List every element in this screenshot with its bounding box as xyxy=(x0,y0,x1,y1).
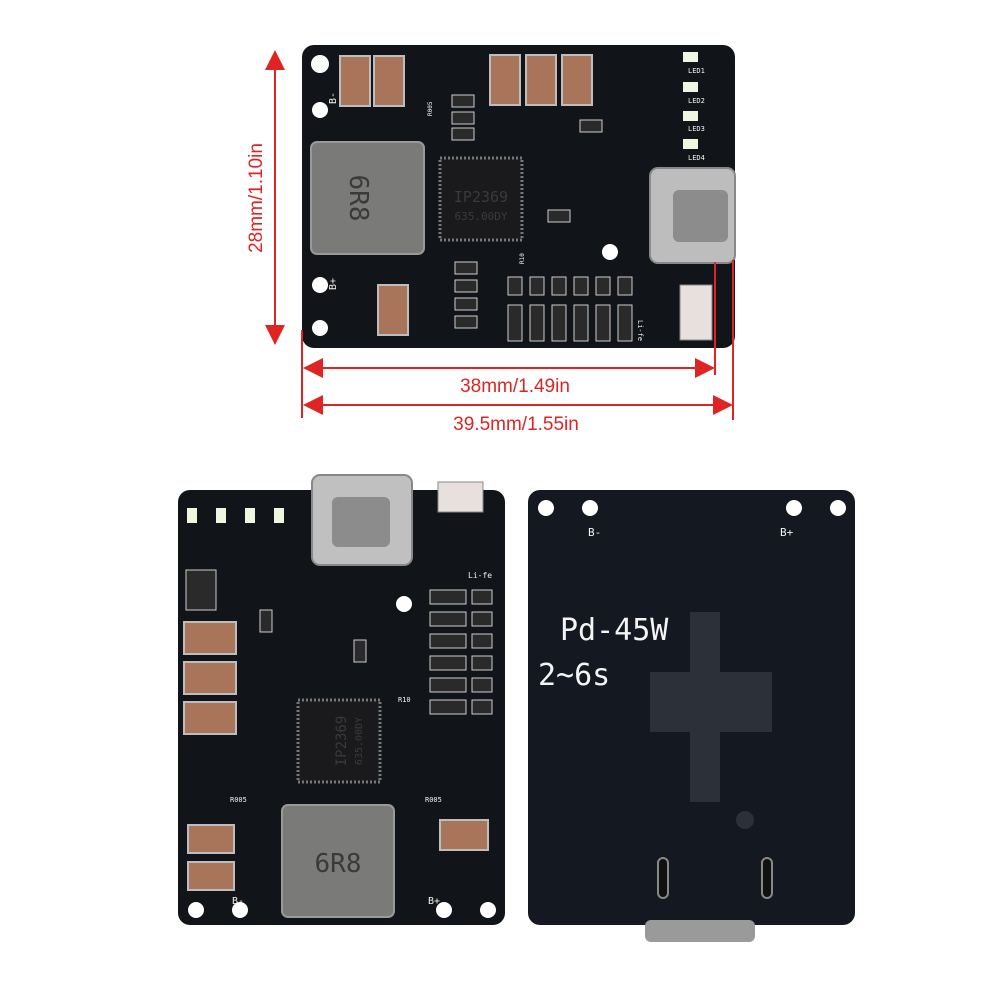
mount-hole xyxy=(311,55,329,73)
chem-label: Li-fe xyxy=(636,320,644,341)
chip-label: IP2369 xyxy=(334,716,350,767)
r10-label: R10 xyxy=(519,253,526,264)
mount-hole xyxy=(602,244,618,260)
ic-chip xyxy=(296,698,382,784)
b-minus-label: B- xyxy=(328,92,339,104)
mount-hole xyxy=(312,277,328,293)
mount-hole xyxy=(312,320,328,336)
outer-width-dimension-label: 39.5mm/1.55in xyxy=(453,414,579,435)
mount-hole xyxy=(312,102,328,118)
b-plus-label: B+ xyxy=(328,278,339,290)
thermal-pad xyxy=(650,612,772,802)
led1-label: LED1 xyxy=(688,67,705,75)
chip-code: 635.00DY xyxy=(354,717,365,765)
dimension-annotations xyxy=(265,50,734,420)
inductor-label: 6R8 xyxy=(343,175,373,222)
inductor xyxy=(310,141,425,255)
ic-chip xyxy=(438,156,524,242)
power-rating-label: Pd-45W xyxy=(560,613,669,648)
capacitors xyxy=(339,54,593,336)
r005-label-2: R005 xyxy=(425,796,442,804)
chip-code: 635.00DY xyxy=(455,210,508,223)
slide-switch xyxy=(679,284,713,341)
height-dimension-label: 28mm/1.10in xyxy=(246,143,267,253)
chip-label: IP2369 xyxy=(454,188,508,206)
bottom-right-board-back: B- B+ Pd-45W 2~6s xyxy=(528,490,855,942)
inner-width-dimension-label: 38mm/1.49in xyxy=(460,376,570,397)
b-minus-label: B- xyxy=(232,896,244,907)
inductor-label: 6R8 xyxy=(315,849,362,879)
r005-label: R005 xyxy=(427,101,434,116)
led4-label: LED4 xyxy=(688,154,705,162)
top-board-front: 6R8 IP2369 635.00DY LED1 LED2 LED3 LED4 … xyxy=(302,45,736,348)
chem-label: Li-fe xyxy=(468,571,492,580)
b-plus-label: B+ xyxy=(428,896,440,907)
slide-switch xyxy=(437,481,484,513)
bottom-left-board-front: IP2369 635.00DY 6R8 B- B+ R005 R005 R10 … xyxy=(178,474,505,925)
usb-c-port xyxy=(645,920,755,942)
back-b-plus-label: B+ xyxy=(780,526,794,539)
leds xyxy=(683,52,698,149)
back-b-minus-label: B- xyxy=(588,526,601,539)
r10-label: R10 xyxy=(398,696,411,704)
inductor xyxy=(281,804,395,918)
cell-range-label: 2~6s xyxy=(538,658,610,693)
r005-label: R005 xyxy=(230,796,247,804)
led3-label: LED3 xyxy=(688,125,705,133)
led2-label: LED2 xyxy=(688,97,705,105)
